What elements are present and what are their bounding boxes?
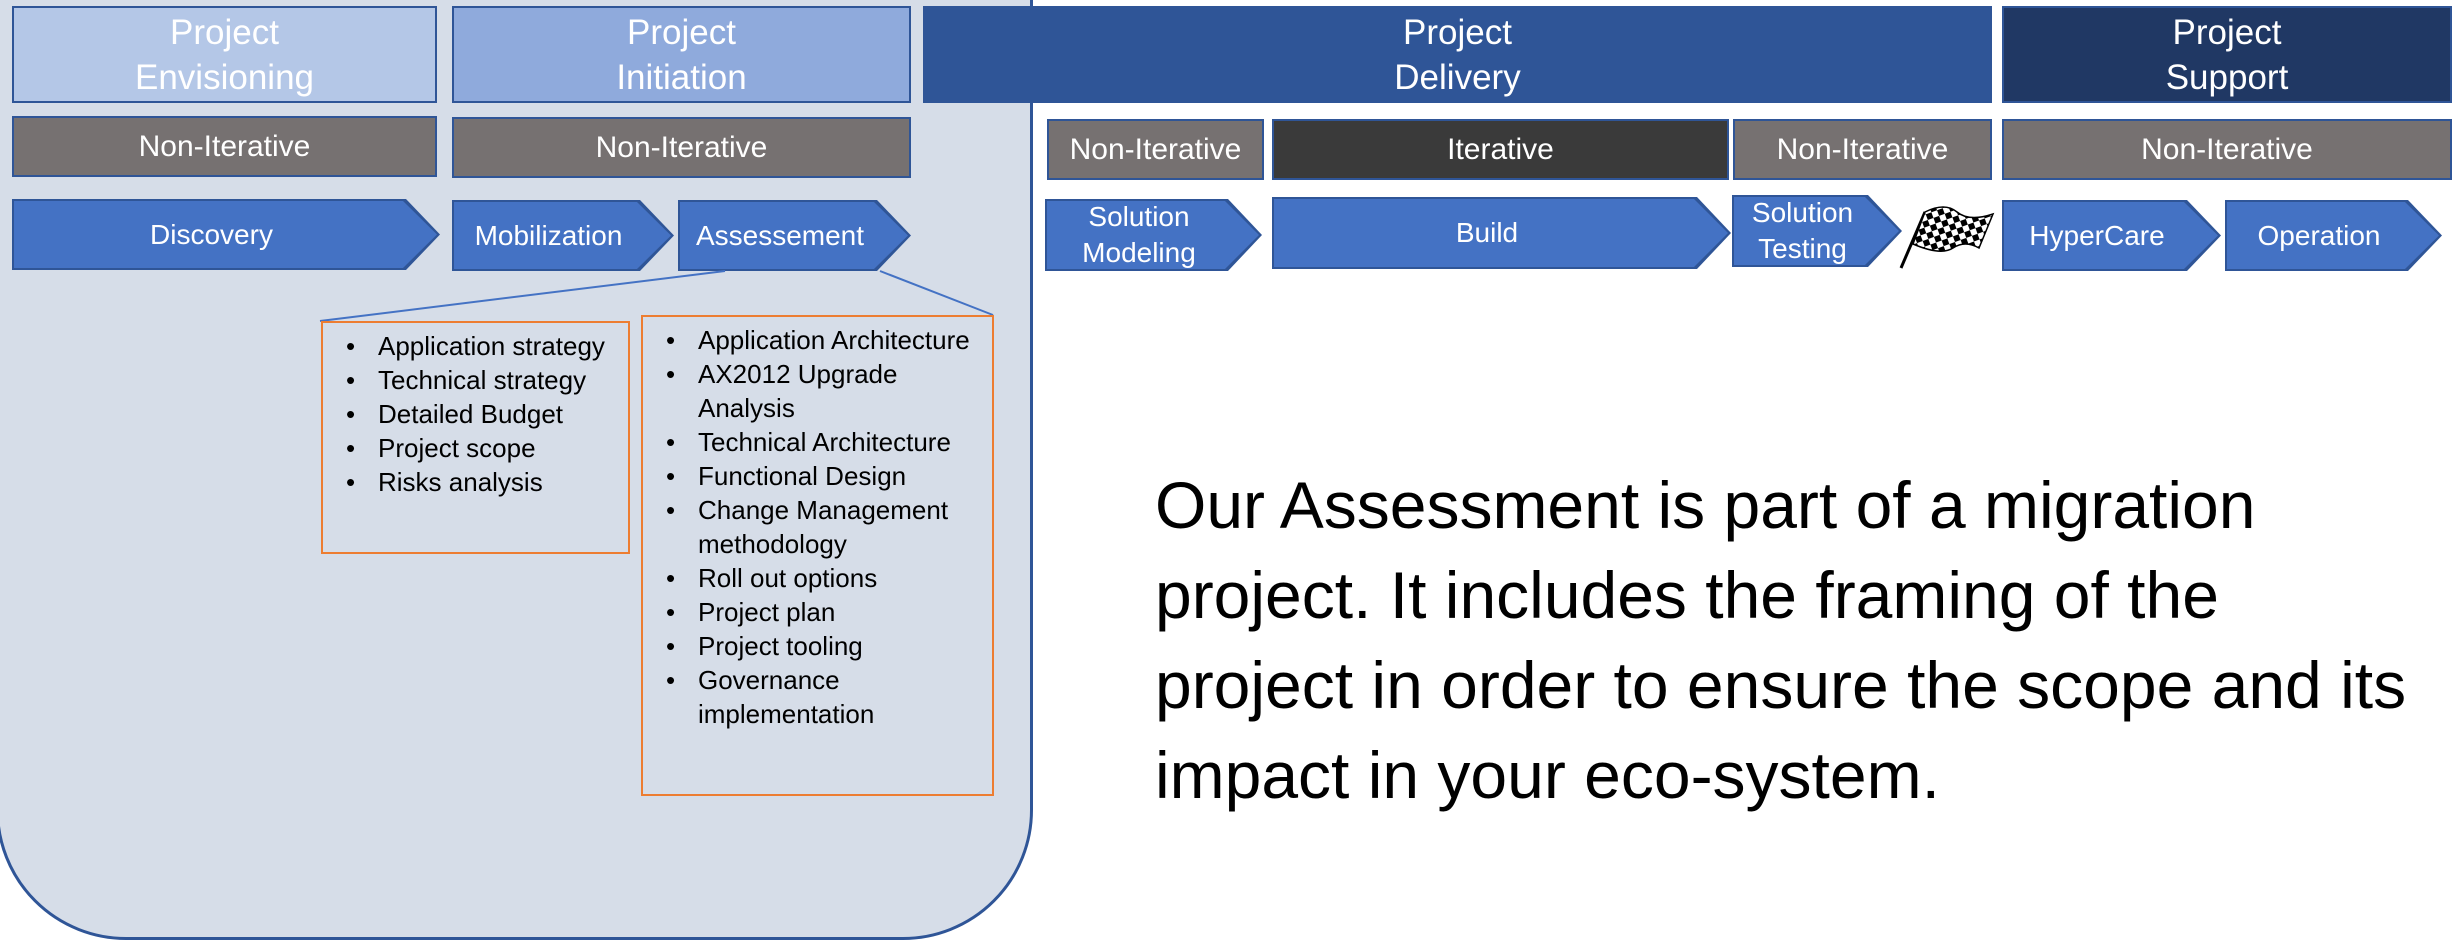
iteration-envisioning: Non-Iterative (12, 116, 437, 177)
detail-item: Application strategy (346, 329, 618, 363)
iteration-delivery-build: Iterative (1272, 119, 1729, 180)
phase-support-line1: Project (2172, 12, 2282, 52)
phase-support-line2: Support (2165, 57, 2289, 97)
step-operation: Operation (2227, 202, 2439, 269)
phase-delivery: Project Delivery (923, 6, 1992, 103)
step-build: Build (1274, 199, 1728, 267)
assessment-details-box: Application Architecture AX2012 Upgrade … (641, 315, 994, 796)
step-mobilization: Mobilization (454, 202, 671, 269)
phase-envisioning-line1: Project (170, 12, 279, 52)
step-solution-modeling-line2: Modeling (1082, 237, 1196, 268)
detail-item: AX2012 Upgrade Analysis (666, 357, 982, 425)
step-solution-modeling-label: Solution Modeling (1082, 199, 1224, 271)
step-solution-testing-line1: Solution (1751, 197, 1854, 228)
detail-item: Project scope (346, 431, 618, 465)
step-hypercare-label: HyperCare (2029, 219, 2165, 251)
phase-initiation: Project Initiation (452, 6, 911, 103)
step-solution-testing-line2: Testing (1758, 233, 1847, 264)
detail-item: Technical Architecture (666, 425, 982, 459)
step-solution-modeling-line1: Solution (1088, 201, 1190, 232)
assessment-details-list: Application Architecture AX2012 Upgrade … (643, 323, 982, 731)
iteration-delivery-testing: Non-Iterative (1733, 119, 1992, 180)
detail-item: Governance implementation (666, 663, 982, 731)
mobilization-details-list: Application strategy Technical strategy … (323, 329, 618, 499)
detail-item: Roll out options (666, 561, 982, 595)
step-solution-testing: Solution Testing (1734, 197, 1899, 265)
step-operation-label: Operation (2257, 219, 2381, 251)
checkered-flag-icon (1899, 206, 1995, 269)
phase-initiation-line1: Project (627, 12, 736, 52)
step-solution-modeling: Solution Modeling (1047, 201, 1259, 269)
step-discovery-label: Discovery (150, 218, 273, 250)
detail-item: Functional Design (666, 459, 982, 493)
assessment-statement: Our Assessment is part of a migration pr… (1155, 468, 2407, 812)
step-mobilization-label: Mobilization (474, 219, 623, 251)
step-solution-testing-label: Solution Testing (1752, 195, 1881, 267)
detail-item: Change Management methodology (666, 493, 982, 561)
iteration-support: Non-Iterative (2002, 119, 2452, 180)
phase-support: Project Support (2002, 6, 2452, 103)
step-hypercare: HyperCare (2004, 202, 2218, 269)
detail-item: Project plan (666, 595, 982, 629)
step-assessement: Assessement (680, 202, 908, 269)
phase-envisioning-line2: Envisioning (135, 57, 314, 97)
mobilization-details-box: Application strategy Technical strategy … (321, 321, 630, 554)
detail-item: Project tooling (666, 629, 982, 663)
phase-delivery-line2: Delivery (1394, 57, 1521, 97)
iteration-initiation: Non-Iterative (452, 117, 911, 178)
phase-initiation-line2: Initiation (616, 57, 747, 97)
detail-item: Technical strategy (346, 363, 618, 397)
detail-item: Risks analysis (346, 465, 618, 499)
iteration-delivery-modeling: Non-Iterative (1047, 119, 1264, 180)
detail-item: Detailed Budget (346, 397, 618, 431)
detail-item: Application Architecture (666, 323, 982, 357)
step-assessement-label: Assessement (695, 219, 865, 251)
step-discovery: Discovery (14, 201, 437, 268)
connector-lines (319, 270, 994, 322)
step-build-label: Build (1455, 217, 1519, 248)
phase-delivery-line1: Project (1403, 12, 1512, 52)
phase-envisioning: Project Envisioning (12, 6, 437, 103)
